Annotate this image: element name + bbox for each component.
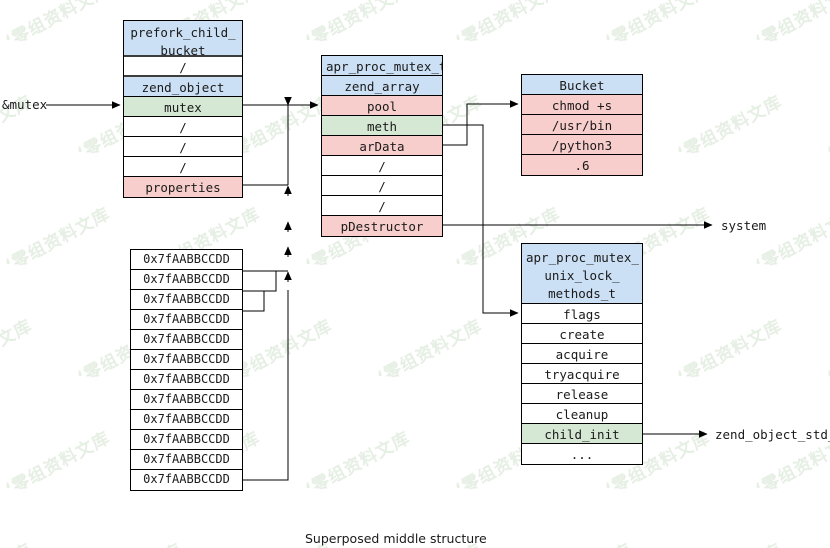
field-row-mutex: mutex [124,97,242,117]
field-row-meth: meth [322,116,442,136]
header-line-3: methods_t [548,285,616,301]
watermark-text: ‘零组资料文库 [0,316,36,389]
wire-ardata-to-bucket [443,100,519,146]
field-row-usrbin: /usr/bin [522,115,642,135]
address-row: 0x7fAABBCCDD [143,472,230,486]
address-row: 0x7fAABBCCDD [131,390,242,410]
field-row-python3: /python3 [522,135,642,155]
watermark-text: ‘零组资料文库 [674,92,786,165]
wire-addr-3 [243,291,265,312]
watermark-text: ‘零组资料文库 [602,0,714,53]
wire-addr-last [243,290,289,481]
address-row: 0x7fAABBCCDD [131,450,242,470]
watermark-text: ‘零组资料文库 [822,536,830,548]
field-row-child-init: child_init [522,424,642,444]
label-mutex-in: &mutex [2,97,48,112]
watermark-text: ‘零组资料文库 [824,316,830,389]
field-row: / [124,157,242,177]
address-row: 0x7fAABBCCDD [131,370,242,390]
address-row: 0x7fAABBCCDD [131,290,242,310]
struct-header-apr-proc-mutex-t: apr_proc_mutex_t [322,56,442,76]
watermark-text: ‘零组资料文库 [674,316,786,389]
wire-addr-2 [243,271,277,292]
watermark-text: ‘零组资料文库 [302,0,414,53]
address-row: 0x7fAABBCCDD [131,430,242,450]
struct-header-unix-lock-methods: apr_proc_mutex_ unix_lock_ methods_t [522,244,642,304]
field-row-cleanup: cleanup [522,404,642,424]
watermark-text: ‘零组资料文库 [522,536,635,548]
watermark-text: ‘零组资料文库 [824,92,830,165]
field-row: / [322,176,442,196]
watermark-text: ‘零组资料文库 [672,536,785,548]
field-row: / [124,137,242,157]
struct-apr-proc-mutex-unix-lock-methods-t: apr_proc_mutex_ unix_lock_ methods_t fla… [521,243,643,465]
field-row: / [322,156,442,176]
watermark-text: ‘零组资料文库 [302,428,414,501]
struct-header-bucket: Bucket [522,75,642,95]
field-row-chmod: chmod +s [522,95,642,115]
watermark-text: ‘零组资料文库 [752,0,830,53]
label-system: system [721,218,767,233]
field-row-release: release [522,384,642,404]
field-row-properties: properties [124,177,242,197]
header-line-2: unix_lock_ [544,267,620,283]
field-row-pool: pool [322,96,442,116]
field-row: / [124,57,242,77]
struct-prefork-child-bucket: prefork_child_ bucket / zend_object mute… [123,20,243,198]
struct-bucket: Bucket chmod +s /usr/bin /python3 .6 [521,74,643,176]
watermark-text: ‘零组资料文库 [2,428,114,501]
struct-apr-proc-mutex-t: apr_proc_mutex_t zend_array pool meth ar… [321,55,443,237]
struct-header-prefork-child-bucket: prefork_child_ bucket [124,21,242,57]
header-line-1: apr_proc_mutex_ [526,250,639,265]
field-row-create: create [522,324,642,344]
address-row: 0x7fAABBCCDD [131,330,242,350]
watermark-text: ‘零组资料文库 [72,536,185,548]
field-row-six: .6 [522,155,642,175]
watermark-text: ‘零组资料文库 [452,0,564,53]
address-row: 0x7fAABBCCDD [131,250,242,270]
field-row-acquire: acquire [522,344,642,364]
field-row-zend-object: zend_object [124,77,242,97]
watermark-text: ‘零组资料文库 [752,204,830,277]
address-row: 0x7fAABBCCDD [131,410,242,430]
field-row: / [322,196,442,216]
field-row-flags: flags [522,304,642,324]
header-line-2: bucket [160,42,206,57]
address-row: 0x7fAABBCCDD [131,270,242,290]
field-row-pdestructor: pDestructor [322,216,442,236]
header-line-1: prefork_child_ [130,25,236,40]
watermark-text: ‘零组资料文库 [374,316,486,389]
address-row: 0x7fAABBCCDD [131,310,242,330]
field-row: / [124,117,242,137]
wire-meth-to-methods [443,124,519,317]
field-row-ardata: arData [322,136,442,156]
watermark-text: ‘零组资料文库 [2,0,114,53]
field-row-ellipsis: ... [522,444,642,464]
field-row-tryacquire: tryacquire [522,364,642,384]
diagram-caption: Superposed middle structure [305,531,487,546]
label-zend-object-std-dtor: zend_object_std_dtor [715,427,830,442]
watermark-text: ‘零组资料文库 [0,536,36,548]
watermark-text: ‘零组资料文库 [2,204,114,277]
address-row: 0x7fAABBCCDD [131,350,242,370]
field-row-zend-array: zend_array [322,76,442,96]
